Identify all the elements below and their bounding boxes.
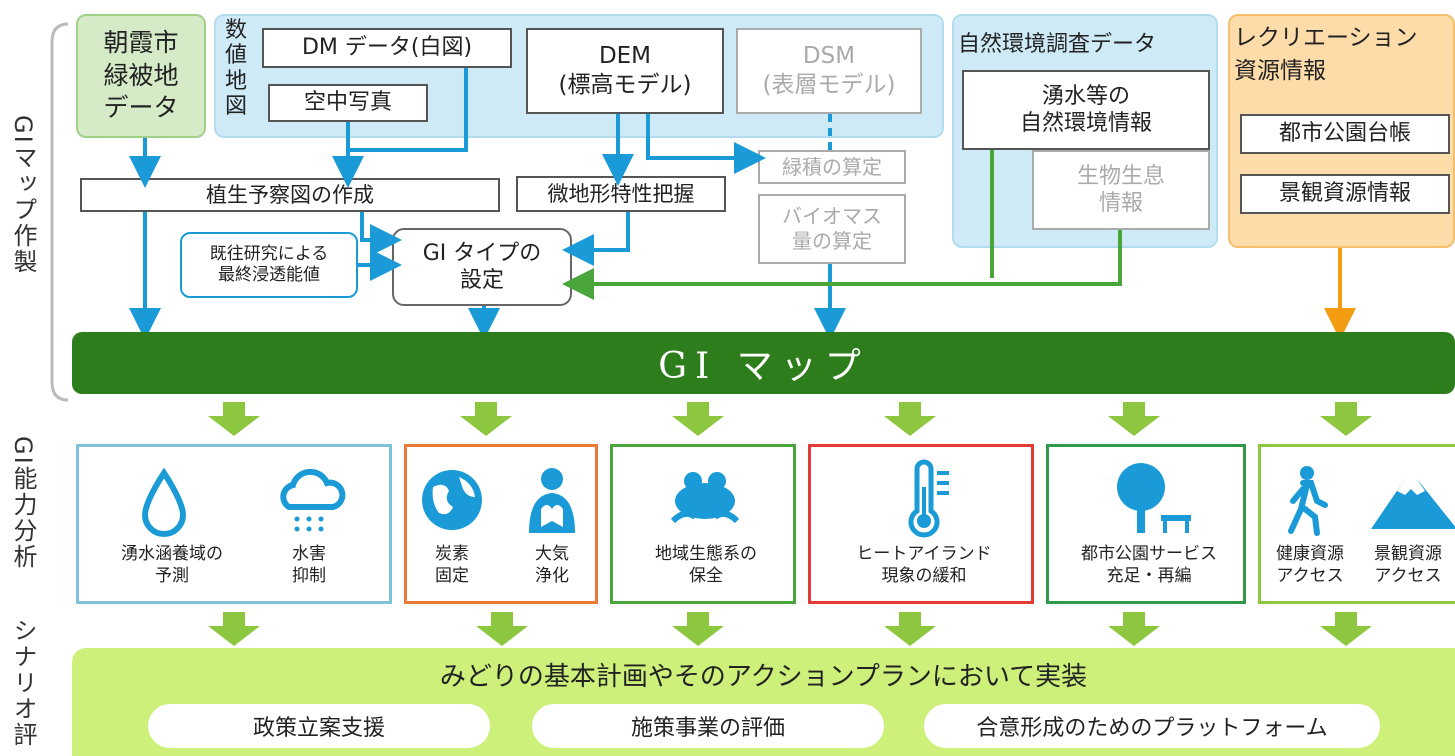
water-drop-icon bbox=[141, 467, 187, 537]
park-ledger-box: 都市公園台帳 bbox=[1240, 114, 1450, 154]
scenario-box-ecosystem: 地域生態系の 保全 bbox=[610, 444, 796, 604]
scenario-label: ヒートアイランド 現象の緩和 bbox=[856, 544, 992, 587]
spring-water-box: 湧水等の 自然環境情報 bbox=[962, 70, 1210, 150]
down-arrow bbox=[672, 402, 724, 436]
scenario-box-heat: ヒートアイランド 現象の緩和 bbox=[808, 444, 1034, 604]
down-arrow bbox=[1320, 402, 1372, 436]
down-arrow bbox=[884, 402, 936, 436]
mountain-icon bbox=[1371, 479, 1455, 529]
gi-map-bar: GI マップ bbox=[72, 332, 1455, 394]
lungs-icon bbox=[529, 468, 575, 533]
frog-icon bbox=[670, 472, 740, 524]
down-arrow bbox=[208, 402, 260, 436]
green-volume-box: 緑積の算定 bbox=[758, 150, 906, 184]
biology-box: 生物生息 情報 bbox=[1032, 150, 1210, 230]
dm-data-box: DM データ(白図) bbox=[262, 28, 512, 68]
scenario-label: 都市公園サービス 充足・再編 bbox=[1081, 544, 1217, 587]
tree-bench-icon bbox=[1117, 463, 1191, 533]
asaka-green-data: 朝霞市 緑被地 データ bbox=[103, 28, 179, 123]
down-arrow bbox=[476, 612, 528, 646]
gi-map-bracket bbox=[50, 22, 69, 402]
aerial-photo-box: 空中写真 bbox=[268, 84, 428, 122]
down-arrow bbox=[1320, 612, 1372, 646]
dem-box: DEM (標高モデル) bbox=[526, 28, 724, 114]
gi-type-box: GI タイプの 設定 bbox=[392, 228, 572, 306]
down-arrow bbox=[1108, 612, 1160, 646]
recreation-title: レクリエーション 資源情報 bbox=[1234, 25, 1418, 85]
scenario-box-access: 健康資源 アクセス 景観資源 アクセス bbox=[1258, 444, 1455, 604]
thermometer-icon bbox=[908, 459, 949, 538]
implementation-title: みどりの基本計画やそのアクションプランにおいて実装 bbox=[439, 662, 1088, 692]
globe-icon bbox=[422, 470, 482, 530]
natural-env-title: 自然環境調査データ bbox=[958, 32, 1157, 57]
landscape-info-box: 景観資源情報 bbox=[1240, 174, 1450, 214]
scenario-label: 炭素 固定 bbox=[435, 544, 469, 587]
asaka-green-panel bbox=[76, 14, 206, 138]
scenario-label: 地域生態系の 保全 bbox=[655, 544, 757, 587]
scenario-box-park: 都市公園サービス 充足・再編 bbox=[1046, 444, 1246, 604]
side-label-scenario: シナリオ評 bbox=[9, 618, 37, 748]
down-arrow bbox=[672, 612, 724, 646]
down-arrow bbox=[460, 402, 512, 436]
scenario-label: 水害 抑制 bbox=[292, 544, 326, 587]
dsm-box: DSM (表層モデル) bbox=[736, 28, 922, 114]
project-evaluation-pill: 施策事業の評価 bbox=[532, 704, 884, 748]
walking-person-icon bbox=[1288, 466, 1328, 536]
down-arrow bbox=[208, 612, 260, 646]
scenario-label: 大気 浄化 bbox=[535, 544, 569, 587]
scenario-box-carbon: 炭素 固定 大気 浄化 bbox=[404, 444, 598, 604]
down-arrow bbox=[1108, 402, 1160, 436]
scenario-box-water: 湧水涵養域の 予測 水害 抑制 bbox=[76, 444, 392, 604]
biomass-box: バイオマス 量の算定 bbox=[758, 194, 906, 264]
flow-arrows bbox=[129, 68, 1356, 340]
prior-research-box: 既往研究による 最終浸透能値 bbox=[180, 232, 358, 298]
scenario-label: 健康資源 アクセス bbox=[1276, 544, 1344, 587]
scenario-label: 景観資源 アクセス bbox=[1374, 544, 1442, 587]
rain-cloud-icon bbox=[280, 468, 346, 532]
down-arrow bbox=[884, 612, 936, 646]
policy-support-pill: 政策立案支援 bbox=[148, 704, 490, 748]
side-label-gi-capacity: GI能力分析 bbox=[9, 436, 37, 570]
numeric-map-label: 数値地図 bbox=[224, 18, 247, 119]
side-label-gi-map: GIマップ作製 bbox=[9, 115, 37, 275]
scenario-label: 湧水涵養域の 予測 bbox=[121, 544, 223, 587]
consensus-platform-pill: 合意形成のためのプラットフォーム bbox=[924, 704, 1380, 748]
